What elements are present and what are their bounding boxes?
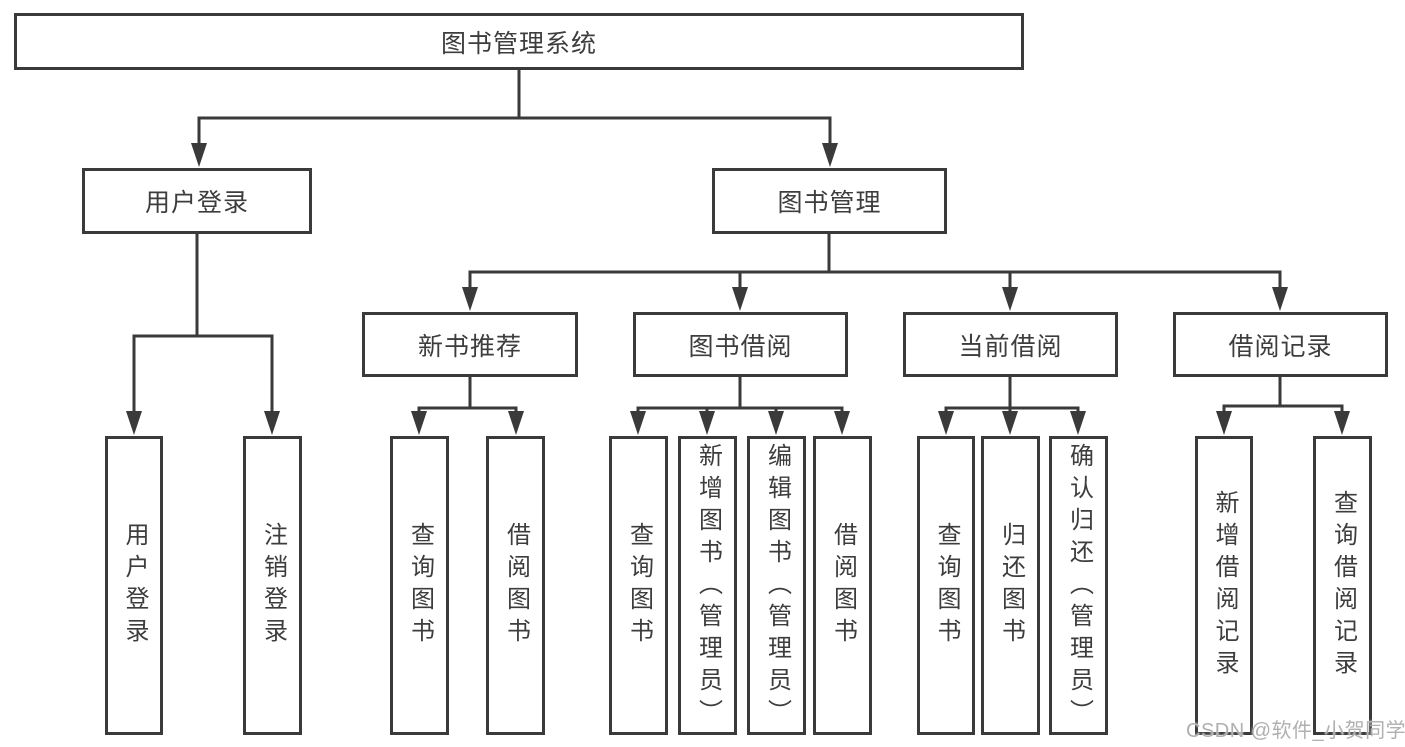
- leaf-query-books-borrowing: 查询图书: [609, 436, 668, 735]
- node-book-management: 图书管理: [712, 168, 947, 234]
- leaf-borrow-books-borrowing: 借阅图书: [813, 436, 872, 735]
- node-book-borrowing: 图书借阅: [633, 312, 848, 377]
- leaf-user-login: 用户登录: [105, 436, 163, 735]
- leaf-query-borrow-record: 查询借阅记录: [1313, 436, 1372, 735]
- leaf-edit-books-admin: 编辑图书（管理员）: [747, 436, 806, 735]
- leaf-add-books-admin: 新增图书（管理员）: [678, 436, 737, 735]
- node-borrow-records: 借阅记录: [1173, 312, 1388, 377]
- leaf-confirm-return-admin: 确认归还（管理员）: [1049, 436, 1108, 735]
- csdn-watermark: CSDN @软件_小贺同学: [1186, 720, 1405, 742]
- node-library-system: 图书管理系统: [14, 13, 1024, 70]
- node-current-borrowing: 当前借阅: [903, 312, 1118, 377]
- leaf-query-books-current: 查询图书: [917, 436, 975, 735]
- node-user-login: 用户登录: [82, 168, 312, 234]
- leaf-add-borrow-record: 新增借阅记录: [1195, 436, 1253, 735]
- leaf-logout-login: 注销登录: [243, 436, 302, 735]
- leaf-query-books-recommend: 查询图书: [390, 436, 449, 735]
- node-new-book-recommend: 新书推荐: [362, 312, 578, 377]
- leaf-borrow-books-recommend: 借阅图书: [486, 436, 545, 735]
- leaf-return-books: 归还图书: [981, 436, 1040, 735]
